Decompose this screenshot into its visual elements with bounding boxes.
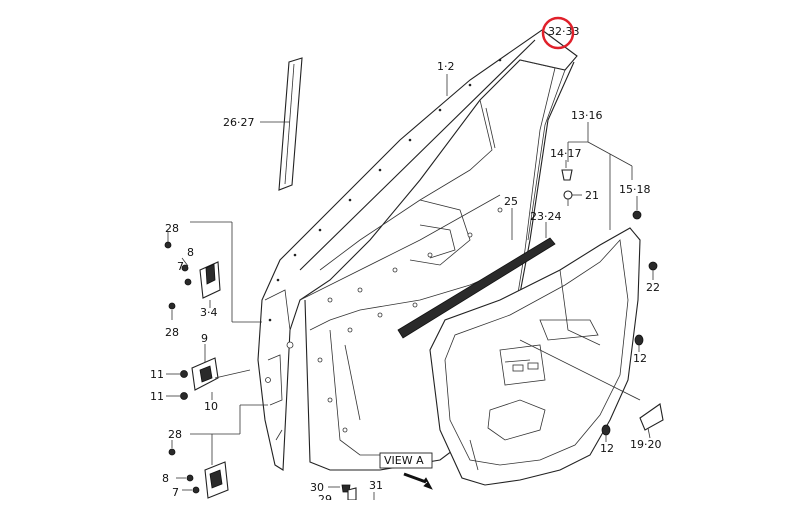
view-a-callout: VIEW A [379, 452, 433, 490]
part-19-20-bracket [639, 403, 664, 431]
label-11-b: 11 [150, 390, 164, 403]
label-32-33: 32·33 [548, 25, 580, 38]
part-31-bracket [347, 487, 357, 501]
label-28-lower: 28 [168, 428, 182, 441]
label-1-2: 1·2 [437, 60, 455, 73]
label-8-lower: 8 [162, 472, 169, 485]
label-28-upper: 28 [165, 222, 179, 235]
view-a-label: VIEW A [384, 454, 424, 467]
part-23-24-weatherstrip [397, 237, 556, 339]
label-22: 22 [646, 281, 660, 294]
label-15-18: 15·18 [619, 183, 651, 196]
label-25: 25 [504, 195, 518, 208]
part-12-cap-b [601, 424, 611, 436]
label-10: 10 [204, 400, 218, 413]
label-30: 30 [310, 481, 324, 494]
part-labels: 32·33 1·2 26·27 13·16 14·17 21 15·18 25 … [150, 25, 662, 505]
leader-lines [166, 74, 654, 500]
view-a-box [379, 452, 433, 469]
highlight-circle [541, 16, 575, 50]
lower-hinge [168, 448, 229, 499]
label-29: 29 [318, 493, 332, 500]
label-9: 9 [201, 332, 208, 345]
door-trim-panel [429, 227, 641, 486]
label-12-a: 12 [633, 352, 647, 365]
label-21: 21 [585, 189, 599, 202]
part-15-18-clip [632, 210, 642, 220]
label-11-a: 11 [150, 368, 164, 381]
part-21-screw [563, 190, 573, 206]
part-26-27-strip [278, 57, 303, 191]
part-3-4-upper-hinge [164, 241, 221, 310]
label-7-upper: 7 [177, 260, 184, 273]
label-3-4: 3·4 [200, 306, 218, 319]
label-31: 31 [369, 479, 383, 492]
label-28-middle: 28 [165, 326, 179, 339]
label-23-24: 23·24 [530, 210, 562, 223]
label-7-lower: 7 [172, 486, 179, 499]
label-8-upper: 8 [187, 246, 194, 259]
label-13-16: 13·16 [571, 109, 603, 122]
label-12-b: 12 [600, 442, 614, 455]
label-19-20: 19·20 [630, 438, 662, 451]
part-14-17-clip [561, 169, 573, 181]
label-26-27: 26·27 [223, 116, 255, 129]
part-22-clip [648, 261, 658, 271]
label-14-17: 14·17 [550, 147, 582, 160]
part-12-cap-a [634, 334, 644, 346]
part-9-door-check [180, 357, 251, 400]
